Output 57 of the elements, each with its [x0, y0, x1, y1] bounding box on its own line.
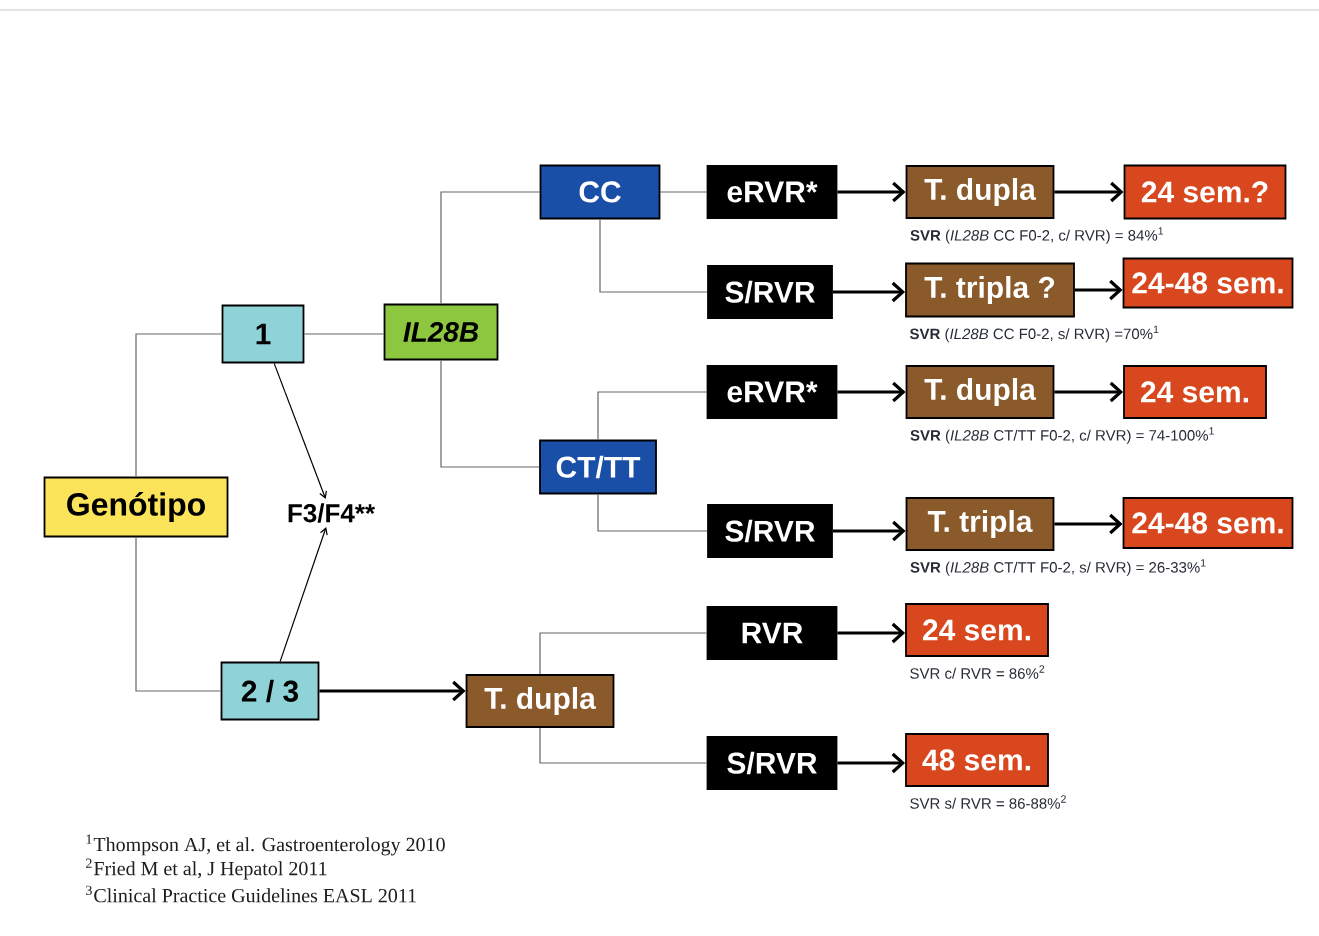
result-note: SVR (IL28B CC F0-2, s/ RVR) =70%$^{1}$	[909, 325, 1159, 343]
response-box: S/RVR	[707, 504, 833, 558]
response-box: eRVR*	[706, 165, 838, 219]
response-box: RVR	[706, 606, 838, 660]
fibrosis-label: F3/F4**	[288, 503, 376, 523]
arrow	[273, 362, 327, 499]
genotype-box: CT/TT	[539, 439, 657, 495]
connector-line	[597, 493, 708, 532]
connector-line	[659, 191, 708, 193]
reference-note: $^{3}$Clinical Practice Guidelines EASL 2011	[86, 885, 416, 903]
treatment-box: T. dupla	[905, 165, 1055, 219]
arrow	[1054, 381, 1124, 403]
connector-line	[303, 333, 385, 335]
test-box: IL28B	[383, 303, 499, 361]
response-box: S/RVR	[707, 265, 833, 319]
arrow	[832, 520, 906, 542]
treatment-box: T. tripla ?	[905, 262, 1075, 318]
treatment-box: T. dupla	[465, 674, 615, 728]
genotype-box: Genótipo	[43, 476, 229, 538]
arrow	[279, 527, 328, 663]
duration-box: 48 sem.	[905, 733, 1049, 787]
arrow	[1054, 513, 1123, 535]
duration-box: 24 sem.	[1123, 365, 1267, 419]
genotype-box: CC	[539, 164, 661, 220]
arrow	[1074, 279, 1123, 301]
connector-line	[597, 391, 708, 441]
duration-box: 24 sem.?	[1123, 164, 1287, 220]
result-note: SVR c/ RVR = 86%$^{2}$	[910, 665, 1045, 679]
result-note: SVR (IL28B CT/TT F0-2, s/ RVR) = 26-33%$^{1}$	[910, 559, 1206, 576]
reference-note: $^{1}$Thompson AJ, et al. Gastroenterology 2010	[86, 834, 445, 856]
genotype-box: 1	[221, 304, 305, 364]
connector-line	[539, 632, 708, 675]
arrow	[837, 622, 906, 644]
arrow	[837, 752, 906, 774]
result-note: SVR s/ RVR = 86-88%$^{2}$	[910, 795, 1066, 809]
connector-line	[440, 191, 541, 305]
result-note: SVR (IL28B CC F0-2, c/ RVR) = 84%$^{1}$	[910, 227, 1164, 244]
duration-box: 24-48 sem.	[1122, 257, 1294, 309]
reference-note: $^{2}$Fried M et al, J Hepatol 2011	[86, 858, 327, 880]
arrow	[832, 281, 906, 303]
connector-line	[135, 333, 223, 478]
connector-line	[599, 218, 708, 293]
arrow	[319, 680, 466, 702]
genotype-box: 2 / 3	[220, 661, 320, 721]
treatment-box: T. tripla	[905, 497, 1055, 551]
arrow	[837, 181, 906, 203]
treatment-box: T. dupla	[905, 365, 1055, 419]
response-box: eRVR*	[706, 365, 838, 419]
connector-line	[440, 359, 540, 468]
connector-line	[539, 727, 708, 764]
result-note: SVR (IL28B CT/TT F0-2, c/ RVR) = 74-100%$^{1}$	[910, 427, 1214, 444]
connector-line	[135, 536, 222, 692]
arrow	[1054, 181, 1124, 203]
arrow	[837, 381, 906, 403]
response-box: S/RVR	[706, 736, 838, 790]
duration-box: 24 sem.	[905, 603, 1049, 657]
duration-box: 24-48 sem.	[1122, 497, 1294, 549]
